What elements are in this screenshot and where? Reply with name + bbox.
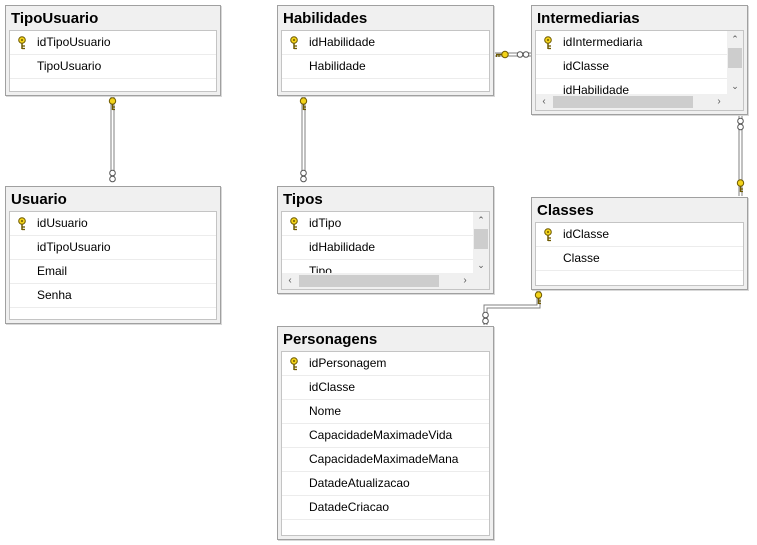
scroll-up-icon[interactable]: ⌃ bbox=[731, 34, 739, 44]
scroll-thumb[interactable] bbox=[553, 96, 693, 108]
column-row[interactable]: idIntermediaria bbox=[536, 31, 743, 55]
column-name: idHabilidade bbox=[563, 83, 630, 97]
scroll-thumb[interactable] bbox=[474, 229, 488, 249]
scroll-left-icon[interactable]: ‹ bbox=[542, 96, 546, 107]
column-row[interactable]: idHabilidade bbox=[282, 236, 489, 260]
key-end-icon bbox=[299, 97, 308, 111]
key-end-icon bbox=[736, 179, 745, 193]
column-row[interactable]: Nome bbox=[282, 400, 489, 424]
column-name: idTipoUsuario bbox=[37, 240, 111, 254]
column-row[interactable]: idClasse bbox=[282, 376, 489, 400]
primary-key-icon bbox=[17, 216, 29, 231]
relationship-tipousuario-usuario bbox=[108, 96, 117, 183]
primary-key-icon bbox=[17, 35, 29, 50]
vertical-scrollbar[interactable]: ⌃⌄ bbox=[727, 31, 743, 94]
column-name: Email bbox=[37, 264, 68, 278]
horizontal-scrollbar[interactable]: ‹› bbox=[536, 94, 743, 110]
relationship-classes-intermediarias bbox=[736, 116, 745, 196]
column-row[interactable]: Senha bbox=[10, 284, 216, 308]
column-row[interactable]: Habilidade bbox=[282, 55, 489, 79]
key-end-icon bbox=[534, 291, 543, 305]
column-name: idClasse bbox=[563, 59, 610, 73]
column-name: CapacidadeMaximadeMana bbox=[309, 452, 459, 466]
primary-key-icon bbox=[289, 35, 301, 50]
column-row[interactable]: CapacidadeMaximadeMana bbox=[282, 448, 489, 472]
column-name: Nome bbox=[309, 404, 342, 418]
key-end-icon bbox=[495, 50, 509, 59]
column-name: idPersonagem bbox=[309, 356, 387, 370]
horizontal-scrollbar[interactable]: ‹› bbox=[282, 273, 489, 289]
column-name: Senha bbox=[37, 288, 72, 302]
column-name: idTipo bbox=[309, 216, 342, 230]
table-title: Personagens bbox=[283, 331, 378, 348]
scroll-right-icon[interactable]: › bbox=[717, 96, 721, 107]
relationship-habilidades-tipos bbox=[299, 96, 308, 183]
column-name: idClasse bbox=[309, 380, 356, 394]
column-row[interactable]: Email bbox=[10, 260, 216, 284]
column-name: TipoUsuario bbox=[37, 59, 102, 73]
scroll-down-icon[interactable]: ⌄ bbox=[731, 81, 739, 91]
column-name: idHabilidade bbox=[309, 240, 376, 254]
scroll-right-icon[interactable]: › bbox=[463, 275, 467, 286]
scroll-down-icon[interactable]: ⌄ bbox=[477, 260, 485, 270]
table-title: TipoUsuario bbox=[11, 10, 99, 27]
column-row[interactable]: idClasse bbox=[536, 223, 743, 247]
column-name: idUsuario bbox=[37, 216, 88, 230]
column-name: Classe bbox=[563, 251, 600, 265]
column-row[interactable]: idTipoUsuario bbox=[10, 31, 216, 55]
primary-key-icon bbox=[543, 227, 555, 242]
scroll-left-icon[interactable]: ‹ bbox=[288, 275, 292, 286]
scroll-up-icon[interactable]: ⌃ bbox=[477, 215, 485, 225]
column-row[interactable]: DatadeCriacao bbox=[282, 496, 489, 520]
relationship-classes-personagens bbox=[482, 290, 543, 325]
column-row[interactable]: idTipoUsuario bbox=[10, 236, 216, 260]
column-row[interactable]: Classe bbox=[536, 247, 743, 271]
primary-key-icon bbox=[543, 35, 555, 50]
column-row[interactable]: DatadeAtualizacao bbox=[282, 472, 489, 496]
relationship-habilidades-intermediarias bbox=[494, 50, 531, 59]
table-title: Classes bbox=[537, 202, 594, 219]
table-title: Habilidades bbox=[283, 10, 368, 27]
column-row[interactable]: idHabilidade bbox=[282, 31, 489, 55]
column-name: DatadeCriacao bbox=[309, 500, 390, 514]
column-row[interactable]: idClasse bbox=[536, 55, 743, 79]
column-name: idClasse bbox=[563, 227, 610, 241]
table-title: Usuario bbox=[11, 191, 67, 208]
scroll-thumb[interactable] bbox=[728, 48, 742, 68]
column-name: DatadeAtualizacao bbox=[309, 476, 410, 490]
scroll-thumb[interactable] bbox=[299, 275, 439, 287]
primary-key-icon bbox=[289, 216, 301, 231]
vertical-scrollbar[interactable]: ⌃⌄ bbox=[473, 212, 489, 273]
column-name: idHabilidade bbox=[309, 35, 376, 49]
column-row[interactable]: CapacidadeMaximadeVida bbox=[282, 424, 489, 448]
column-name: idTipoUsuario bbox=[37, 35, 111, 49]
column-row[interactable]: TipoUsuario bbox=[10, 55, 216, 79]
table-title: Tipos bbox=[283, 191, 323, 208]
column-row[interactable]: idUsuario bbox=[10, 212, 216, 236]
table-intermediarias[interactable]: Intermediarias idIntermediaria idClasse id… bbox=[531, 5, 748, 115]
primary-key-icon bbox=[289, 356, 301, 371]
key-end-icon bbox=[108, 97, 117, 111]
column-name: CapacidadeMaximadeVida bbox=[309, 428, 453, 442]
column-row[interactable]: idTipo bbox=[282, 212, 489, 236]
column-name: Habilidade bbox=[309, 59, 366, 73]
column-name: idIntermediaria bbox=[563, 35, 643, 49]
table-title: Intermediarias bbox=[537, 10, 640, 27]
column-row[interactable]: idPersonagem bbox=[282, 352, 489, 376]
